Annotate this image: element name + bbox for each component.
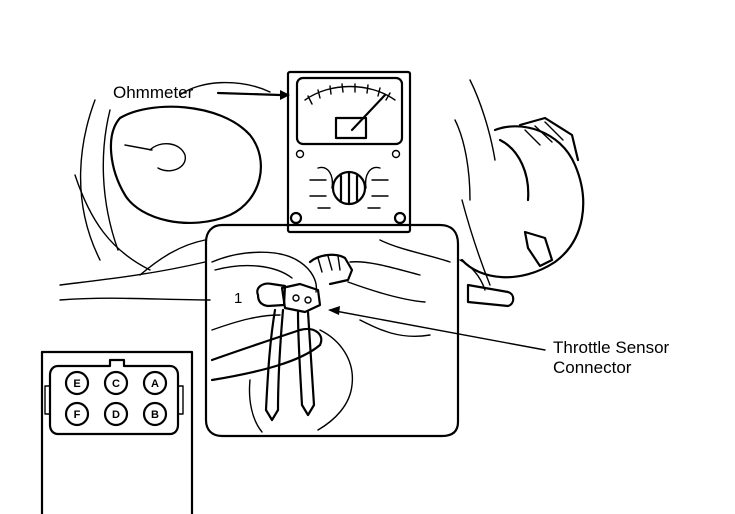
connector-pin	[64, 370, 90, 396]
connector-pin	[64, 401, 90, 427]
ohmmeter-body	[286, 70, 412, 234]
ohmmeter-label: Ohmmeter	[113, 83, 194, 102]
connector-pin-label: D	[112, 409, 120, 421]
connector-pin	[103, 401, 129, 427]
connector-pin-label: A	[151, 378, 159, 390]
engine-background-right	[454, 79, 585, 308]
connector-pin	[142, 370, 168, 396]
throttle-sensor-leader-arrow	[328, 306, 546, 351]
throttle-sensor-label-line1: Throttle Sensor	[553, 338, 670, 357]
hands-and-probes	[210, 239, 451, 433]
connector-pin-label: C	[112, 378, 120, 390]
connector-pin-label: F	[74, 409, 81, 421]
terminal-number-label: 1	[234, 290, 243, 307]
connector-inset-frame	[40, 350, 194, 514]
throttle-sensor-label-line2: Connector	[553, 358, 632, 377]
connector-pin	[103, 370, 129, 396]
connector-pin-label: E	[73, 378, 80, 390]
connector-pin-label: B	[151, 409, 159, 421]
connector-pin-diagram: E C A F D B	[44, 358, 184, 436]
ohmmeter-leader-arrow	[216, 90, 290, 100]
engine-background-left	[59, 81, 271, 301]
magnified-view-frame	[204, 223, 460, 438]
connector-pin	[142, 401, 168, 427]
